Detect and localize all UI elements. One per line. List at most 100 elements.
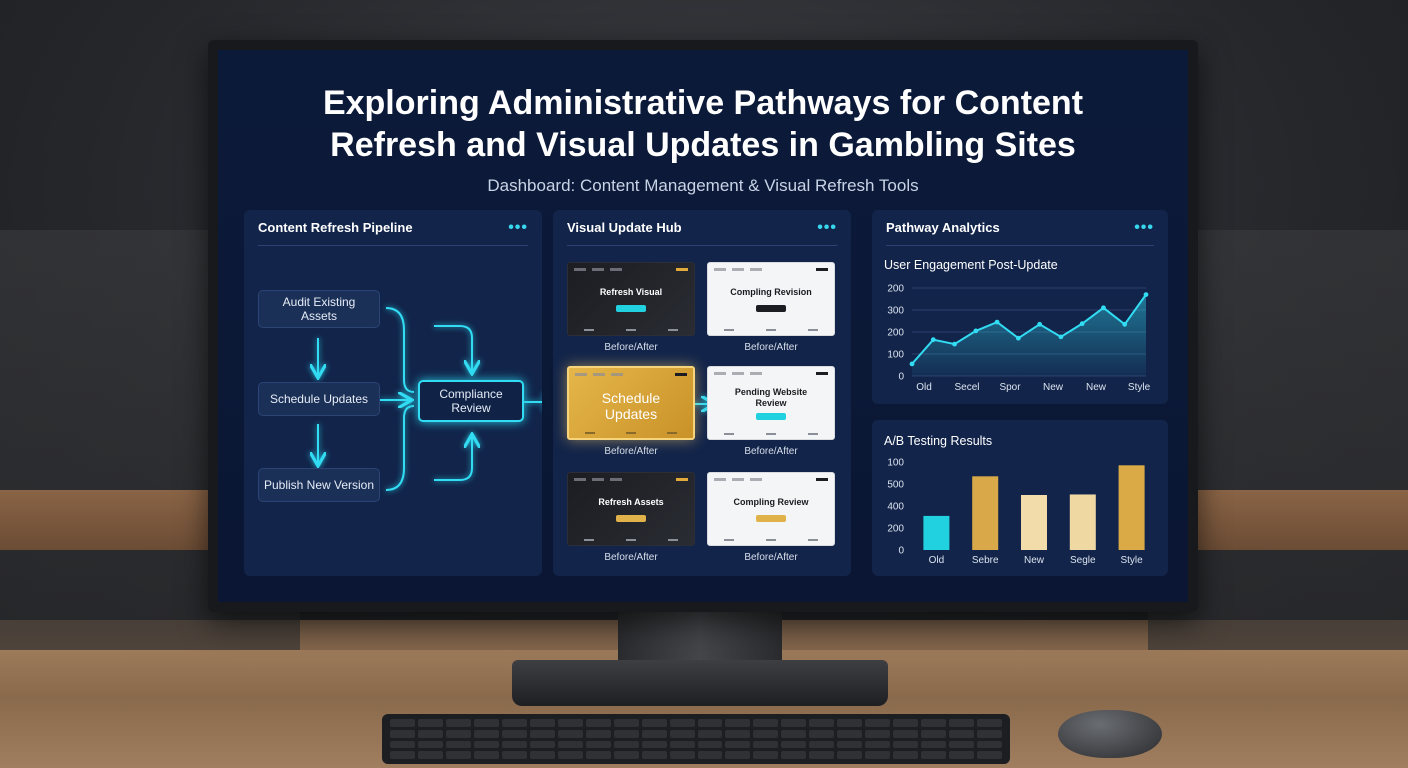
keyboard-key [893, 719, 919, 727]
keyboard-key [585, 729, 611, 738]
background-table-right [1178, 490, 1408, 550]
keyboard-key [473, 729, 499, 738]
engagement-data-point [1037, 321, 1043, 327]
keyboard-key [529, 740, 555, 749]
engagement-data-point [930, 337, 936, 343]
x-tick-label: Style [1120, 555, 1143, 566]
keyboard-key [949, 729, 975, 738]
thumbnail-card-3[interactable]: Schedule Updates Before/After [567, 366, 695, 457]
engagement-data-point [1143, 292, 1149, 297]
x-tick-label: Sebre [972, 555, 999, 566]
thumbnail-card-6[interactable]: Compling Review Before/After [707, 472, 835, 563]
y-tick-label: 0 [898, 546, 904, 557]
thumbnail-headline-line2: Updates [604, 406, 658, 422]
engagement-data-point [1079, 321, 1085, 327]
keyboard-key [837, 751, 863, 759]
thumbnail-headline-line1: Schedule [601, 390, 661, 406]
y-tick-label: 100 [887, 458, 904, 469]
keyboard-key [865, 751, 891, 759]
keyboard-key [809, 740, 835, 749]
keyboard [382, 714, 1010, 764]
thumbnail-cta [756, 305, 786, 312]
keyboard-key [949, 740, 975, 749]
keyboard-key [529, 729, 555, 738]
keyboard-key [445, 719, 471, 727]
keyboard-key [781, 740, 807, 749]
monitor-stand-base [512, 660, 888, 706]
keyboard-key [585, 751, 611, 759]
thumbnail-label: Before/After [744, 342, 798, 353]
pipeline-node-compliance[interactable]: Compliance Review [418, 380, 524, 422]
keyboard-key [753, 729, 779, 738]
thumbnail-card-2[interactable]: Compling Revision Before/After [707, 262, 835, 353]
y-tick-label: 0 [898, 372, 904, 383]
keyboard-key [921, 751, 947, 759]
keyboard-key [893, 729, 919, 738]
thumbnail-card-4[interactable]: Pending Website Review Before/After [707, 366, 835, 457]
engagement-series-line [911, 294, 1147, 365]
thumbnail-label: Before/After [604, 446, 658, 457]
page-title-line2: Refresh and Visual Updates in Gambling S… [330, 126, 1076, 164]
keyboard-key [417, 740, 443, 749]
keyboard-key [921, 729, 947, 738]
thumbnail-preview: Compling Revision [707, 262, 835, 336]
keyboard-key [753, 740, 779, 749]
keyboard-key [529, 751, 555, 759]
more-options-icon[interactable]: ••• [817, 218, 837, 236]
x-tick-label: Style [1128, 382, 1151, 393]
keyboard-key [781, 751, 807, 759]
pipeline-node-audit-line1: Audit Existing [282, 295, 356, 309]
ab-testing-chart-title: A/B Testing Results [884, 434, 993, 448]
keyboard-key [557, 740, 583, 749]
keyboard-key [557, 751, 583, 759]
keyboard-key [445, 740, 471, 749]
thumbnail-cta [616, 515, 646, 522]
x-tick-label: Old [916, 382, 932, 393]
engagement-area [912, 294, 1146, 376]
background-table-left [0, 490, 240, 550]
x-tick-label: Secel [955, 382, 980, 393]
pipeline-panel-title: Content Refresh Pipeline [258, 220, 413, 235]
thumbnail-headline: Refresh Visual [599, 287, 663, 297]
more-options-icon[interactable]: ••• [1134, 218, 1154, 236]
keyboard-key [390, 729, 415, 738]
thumbnail-card-1[interactable]: Refresh Visual Before/After [567, 262, 695, 353]
keyboard-key [641, 729, 667, 738]
keyboard-key [725, 719, 751, 727]
analytics-panel-header: Pathway Analytics ••• [886, 210, 1154, 246]
thumbnail-label: Before/After [744, 552, 798, 563]
analytics-panel-title: Pathway Analytics [886, 220, 1000, 235]
page-title: Exploring Administrative Pathways for Co… [218, 82, 1188, 166]
y-tick-label: 400 [887, 502, 904, 513]
engagement-chart-title: User Engagement Post-Update [884, 258, 1058, 272]
y-tick-label: 200 [887, 328, 904, 339]
keyboard-key [669, 751, 695, 759]
keyboard-key [725, 740, 751, 749]
x-tick-label: New [1086, 382, 1107, 393]
pipeline-node-compliance-line2: Review [451, 401, 491, 415]
dashboard-screen: Exploring Administrative Pathways for Co… [218, 50, 1188, 602]
pipeline-node-publish[interactable]: Publish New Version [258, 468, 380, 502]
engagement-data-point [994, 319, 1000, 325]
keyboard-key [893, 740, 919, 749]
keyboard-key [837, 740, 863, 749]
keyboard-key [501, 751, 527, 759]
keyboard-key [809, 719, 835, 727]
keyboard-key [977, 719, 1002, 727]
keyboard-key [753, 751, 779, 759]
more-options-icon[interactable]: ••• [508, 218, 528, 236]
thumbnail-label: Before/After [604, 552, 658, 563]
keyboard-key [949, 751, 975, 759]
computer-mouse [1058, 710, 1162, 758]
x-tick-label: Old [929, 555, 945, 566]
thumbnail-cta [616, 305, 646, 312]
thumbnail-card-5[interactable]: Refresh Assets Before/After [567, 472, 695, 563]
pipeline-node-audit-line2: Assets [300, 309, 337, 323]
x-tick-label: New [1043, 382, 1064, 393]
pipeline-node-schedule[interactable]: Schedule Updates [258, 382, 380, 416]
pipeline-node-audit[interactable]: Audit Existing Assets [258, 290, 380, 328]
thumbnail-preview-highlighted: Schedule Updates [567, 366, 695, 440]
keyboard-key [641, 740, 667, 749]
